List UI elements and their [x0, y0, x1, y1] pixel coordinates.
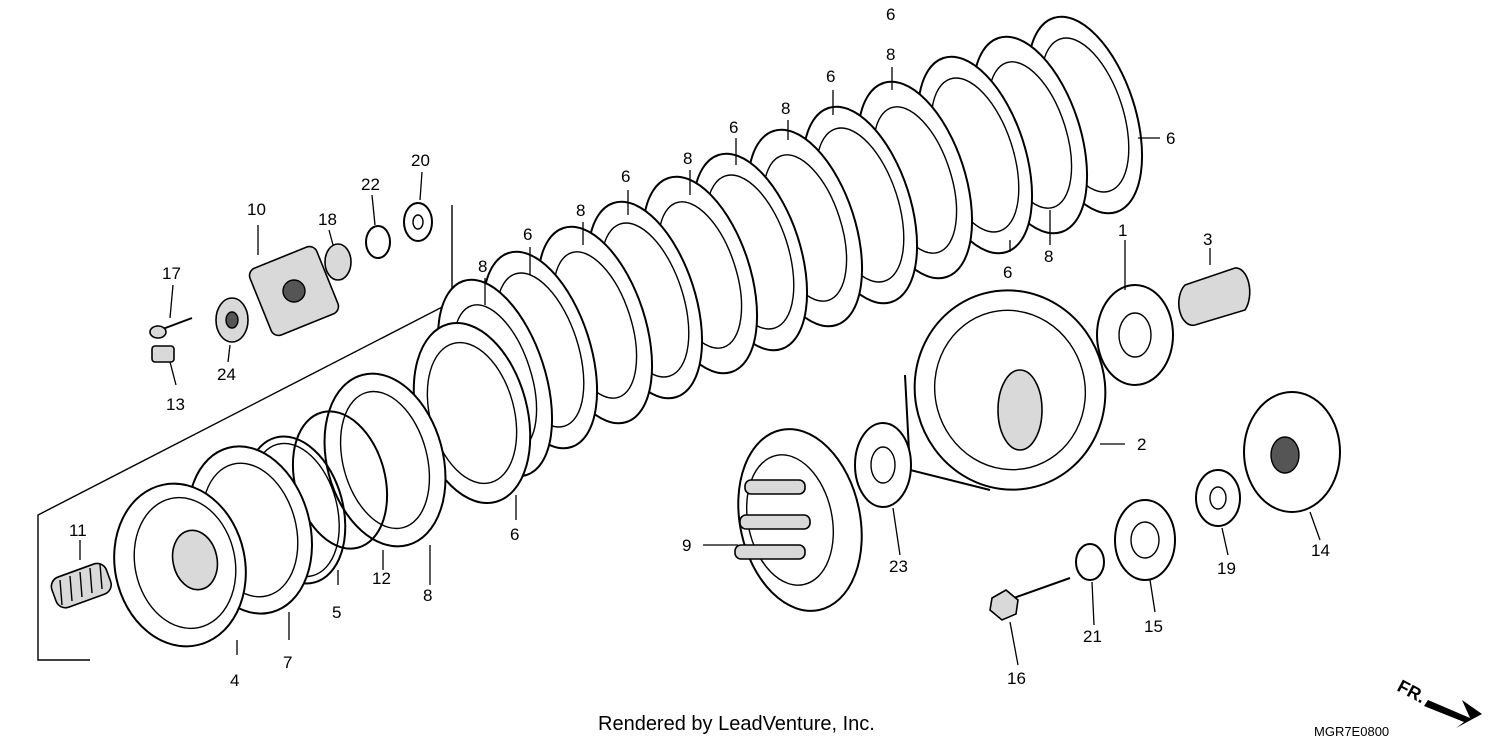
callout-12: 12: [372, 569, 391, 588]
thrust-washer[interactable]: [854, 422, 912, 508]
primary-drive-gear[interactable]: [1096, 284, 1174, 386]
callout-7: 7: [283, 653, 292, 672]
starter-driven-gear[interactable]: [1114, 499, 1176, 581]
callout-11: 11: [69, 521, 87, 540]
callout-6: 6: [1166, 129, 1175, 148]
callout-6: 6: [621, 167, 630, 186]
callout-18: 18: [318, 210, 337, 229]
lifter-bolt[interactable]: [149, 317, 193, 339]
callout-10: 10: [247, 200, 266, 219]
lock-nut[interactable]: [324, 243, 352, 281]
render-credit: Rendered by LeadVenture, Inc.: [598, 713, 875, 735]
callout-17: 17: [162, 264, 181, 283]
lifter-pin[interactable]: [151, 345, 175, 363]
callout-8: 8: [683, 149, 692, 168]
plate-stack: [306, 15, 1144, 560]
callout-20: 20: [411, 151, 430, 170]
callout-4: 4: [230, 671, 239, 690]
callout-labels: 1 2 3 4 5 6 6 6 6 6 6 6 6 7 8 8 8 8 8 8 …: [69, 5, 1330, 690]
callout-19: 19: [1217, 559, 1236, 578]
callout-6: 6: [729, 118, 738, 137]
callout-9: 9: [682, 536, 691, 555]
svg-text:FR.: FR.: [1394, 676, 1429, 707]
washer-21[interactable]: [1075, 543, 1105, 581]
callout-1: 1: [1118, 221, 1127, 240]
callout-3: 3: [1203, 230, 1212, 249]
clutch-springs[interactable]: [49, 561, 114, 611]
callout-16: 16: [1007, 669, 1026, 688]
flange-bolt[interactable]: [989, 577, 1071, 621]
diagram-code: MGR7E0800: [1314, 724, 1389, 739]
plain-washer[interactable]: [403, 202, 433, 242]
callout-6: 6: [1003, 263, 1012, 282]
callout-14: 14: [1311, 541, 1330, 560]
callout-8: 8: [576, 201, 585, 220]
collar[interactable]: [1178, 267, 1251, 327]
callout-22: 22: [361, 175, 380, 194]
plain-disc[interactable]: [306, 360, 464, 560]
callout-6: 6: [510, 525, 519, 544]
leader-lines: [79, 67, 1321, 666]
callout-6: 6: [886, 5, 895, 24]
group-bracket: [37, 205, 453, 661]
spring-washer[interactable]: [365, 225, 391, 259]
callout-8: 8: [886, 45, 895, 64]
callout-5: 5: [332, 603, 341, 622]
callout-8: 8: [1044, 247, 1053, 266]
callout-8: 8: [478, 257, 487, 276]
callout-6: 6: [523, 225, 532, 244]
callout-6: 6: [826, 67, 835, 86]
callout-21: 21: [1083, 627, 1102, 646]
front-arrow-icon: FR.: [1394, 676, 1482, 728]
callout-15: 15: [1144, 617, 1163, 636]
callout-23: 23: [889, 557, 908, 576]
washer-19[interactable]: [1195, 469, 1241, 527]
callout-2: 2: [1137, 435, 1146, 454]
callout-8: 8: [781, 99, 790, 118]
callout-24: 24: [217, 365, 236, 384]
callout-13: 13: [166, 395, 185, 414]
callout-8: 8: [423, 586, 432, 605]
